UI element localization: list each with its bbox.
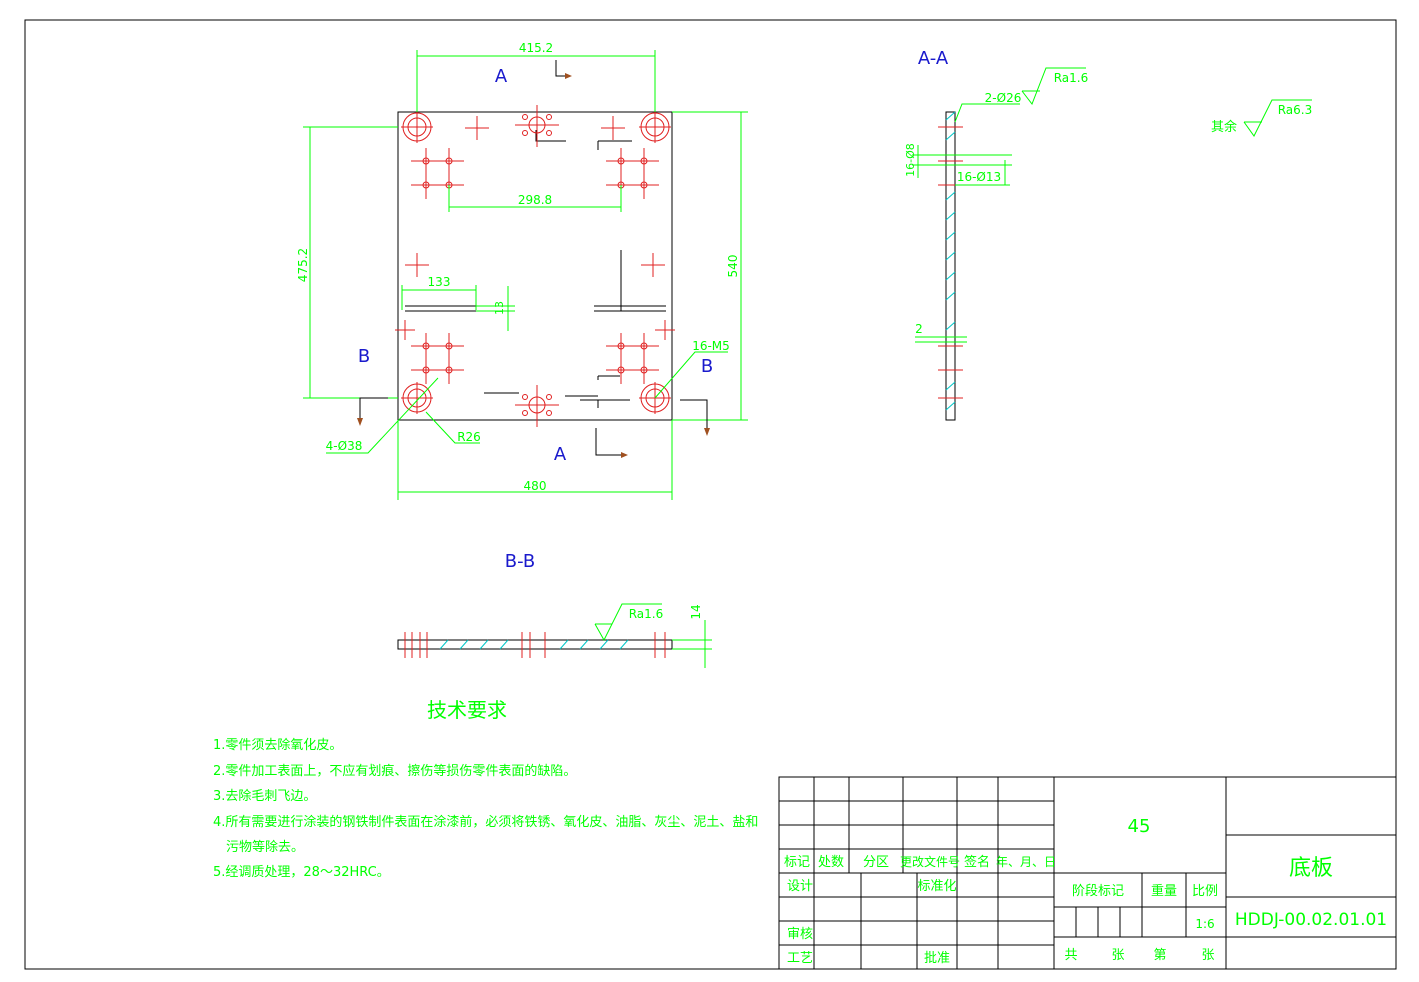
rev-header: 更改文件号 bbox=[900, 854, 960, 869]
note-item: 5.经调质处理，28～32HRC。 bbox=[213, 865, 390, 880]
dim-r26: R26 bbox=[457, 430, 481, 444]
sheet-label-1: 张 bbox=[1111, 948, 1124, 963]
dim-16-m5: 16-M5 bbox=[692, 339, 730, 353]
process-label: 工艺 bbox=[787, 951, 813, 966]
rev-header: 分区 bbox=[863, 855, 889, 870]
stage-label: 阶段标记 bbox=[1072, 884, 1124, 899]
notes-title: 技术要求 bbox=[427, 698, 507, 722]
dim-14: 14 bbox=[689, 604, 703, 619]
note-item: 1.零件须去除氧化皮。 bbox=[213, 738, 342, 753]
rest-label: 其余 bbox=[1211, 119, 1237, 135]
dim-540: 540 bbox=[726, 255, 740, 278]
rev-header: 年、月、日 bbox=[996, 855, 1056, 869]
note-item: 4.所有需要进行涂装的钢铁制件表面在涂漆前，必须将铁锈、氧化皮、油脂、灰尘、泥土… bbox=[213, 814, 758, 830]
section-aa-title: A-A bbox=[918, 48, 949, 69]
rest-roughness: 其余 Ra6.3 bbox=[1211, 99, 1313, 137]
title-block: 标记 处数 分区 更改文件号 签名 年、月、日 设计 标准化 审核 工艺 批准 … bbox=[778, 776, 1397, 970]
drawing-number: HDDJ-00.02.01.01 bbox=[1235, 910, 1387, 930]
note-item: 2.零件加工表面上，不应有划痕、擦伤等损伤零件表面的缺陷。 bbox=[213, 763, 576, 779]
view-label-b-left: B bbox=[358, 346, 370, 367]
view-label-a-bottom: A bbox=[554, 444, 567, 465]
review-label: 审核 bbox=[787, 927, 813, 942]
sheet-label-2: 张 bbox=[1201, 948, 1214, 963]
design-label: 设计 bbox=[787, 879, 813, 894]
dim-2-d26: 2-Ø26 bbox=[985, 91, 1022, 105]
scale-value: 1:6 bbox=[1195, 917, 1214, 931]
dim-16-d8: 16-Ø8 bbox=[904, 143, 917, 177]
dim-13: 13 bbox=[493, 301, 506, 315]
rev-header: 标记 bbox=[784, 855, 810, 870]
total-label: 共 bbox=[1064, 948, 1077, 963]
section-bb: B-B Ra1.6 14 bbox=[397, 551, 712, 668]
ratio-label: 比例 bbox=[1192, 884, 1218, 899]
note-item: 3.去除毛刺飞边。 bbox=[213, 789, 316, 804]
tech-notes: 技术要求 1.零件须去除氧化皮。 2.零件加工表面上，不应有划痕、擦伤等损伤零件… bbox=[213, 698, 758, 880]
approve-label: 批准 bbox=[924, 951, 950, 966]
rest-ra-6-3: Ra6.3 bbox=[1278, 103, 1313, 117]
view-label-b-right: B bbox=[701, 356, 713, 377]
standard-label: 标准化 bbox=[917, 879, 956, 894]
plate-outline bbox=[397, 111, 673, 421]
section-bb-title: B-B bbox=[505, 551, 536, 572]
dim-475-2: 475.2 bbox=[296, 248, 310, 282]
part-name: 底板 bbox=[1289, 856, 1333, 881]
material: 45 bbox=[1128, 816, 1151, 837]
dim-4-d38: 4-Ø38 bbox=[326, 439, 363, 453]
dim-2: 2 bbox=[915, 322, 923, 336]
sheet-frame bbox=[24, 19, 1397, 970]
dim-298-8: 298.8 bbox=[518, 193, 552, 207]
weight-label: 重量 bbox=[1151, 883, 1177, 899]
bb-ra-1-6: Ra1.6 bbox=[629, 607, 664, 621]
no-label: 第 bbox=[1153, 948, 1166, 963]
dim-415-2: 415.2 bbox=[519, 41, 553, 55]
plan-view: 415.2 298.8 475.2 540 133 13 480 16-M5 4… bbox=[296, 41, 748, 500]
view-label-a-top: A bbox=[495, 66, 508, 87]
rev-header: 签名 bbox=[964, 854, 990, 870]
dim-16-d13: 16-Ø13 bbox=[957, 170, 1001, 184]
rev-header: 处数 bbox=[818, 855, 844, 870]
note-item: 污物等除去。 bbox=[226, 839, 304, 855]
section-aa: A-A 2-Ø26 16-Ø8 16-Ø13 Ra1.6 2 bbox=[904, 48, 1089, 421]
dim-133: 133 bbox=[428, 275, 451, 289]
dim-480: 480 bbox=[524, 479, 547, 493]
aa-ra-1-6: Ra1.6 bbox=[1054, 71, 1089, 85]
